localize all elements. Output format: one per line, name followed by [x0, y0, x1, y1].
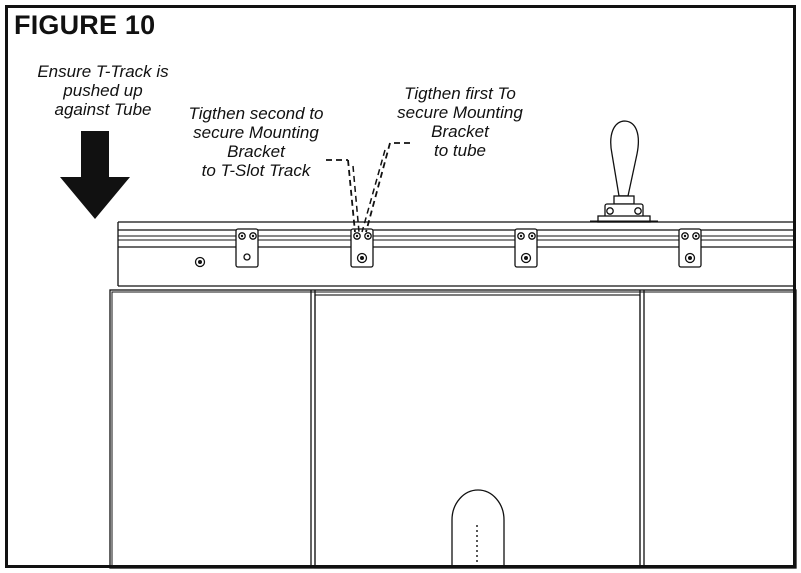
note-ensure-t-track-line-1: Ensure T-Track is [37, 62, 169, 81]
note-tighten-first-line-2: secure Mounting [397, 103, 523, 122]
note-tighten-second-line-4: to T-Slot Track [201, 161, 311, 180]
blade-opening [451, 489, 505, 568]
mounting-bracket-1 [235, 228, 259, 268]
note-tighten-first-line-4: to tube [434, 141, 486, 160]
note-tighten-first-line-1: Tigthen first To [404, 84, 516, 103]
note-tighten-first: Tigthen first To secure Mounting Bracket… [380, 84, 540, 160]
note-tighten-second-line-2: secure Mounting [193, 123, 319, 142]
toggle-clamp-icon [590, 120, 658, 223]
mounting-bracket-2 [350, 228, 374, 268]
mounting-bracket-3 [514, 228, 538, 268]
fence-panels [109, 289, 797, 569]
tube-bolt-left [194, 256, 206, 268]
note-ensure-t-track-line-3: against Tube [54, 100, 152, 119]
leader-first-screw [365, 142, 410, 233]
note-tighten-second-line-3: Bracket [227, 142, 285, 161]
down-arrow-icon [60, 131, 130, 219]
figure-title: FIGURE 10 [14, 10, 156, 40]
note-ensure-t-track: Ensure T-Track is pushed up against Tube [18, 62, 188, 119]
leader-second-screw [326, 159, 356, 233]
leader-first-screw-parallel [361, 149, 386, 233]
note-tighten-second-line-1: Tigthen second to [188, 104, 324, 123]
note-ensure-t-track-line-2: pushed up [63, 81, 143, 100]
note-tighten-first-line-3: Bracket [431, 122, 489, 141]
leader-second-screw-parallel [352, 165, 360, 233]
mounting-bracket-4 [678, 228, 702, 268]
note-tighten-second: Tigthen second to secure Mounting Bracke… [176, 104, 336, 180]
